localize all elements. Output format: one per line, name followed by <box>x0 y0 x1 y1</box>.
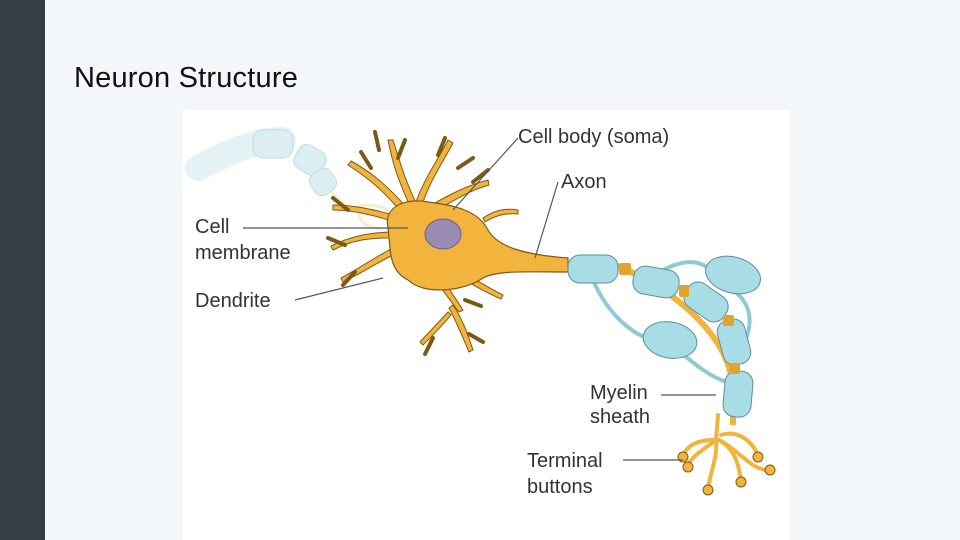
label-myelin-line1: Myelin <box>590 382 648 404</box>
label-cell-membrane-line1: Cell <box>195 216 229 238</box>
cell-body <box>386 200 569 291</box>
label-terminal-line1: Terminal <box>527 450 603 472</box>
label-myelin-line2: sheath <box>590 406 650 428</box>
terminal-buttons <box>681 413 770 490</box>
myelin-sheath <box>567 254 761 418</box>
label-terminal-line2: buttons <box>527 476 593 498</box>
neighbor-axon <box>185 127 389 230</box>
label-cell-body: Cell body (soma) <box>518 126 669 148</box>
label-axon: Axon <box>561 171 607 193</box>
label-dendrite: Dendrite <box>195 290 271 312</box>
nucleus <box>424 218 462 250</box>
terminal-knobs <box>677 451 776 496</box>
leader-lines <box>243 137 716 461</box>
nodes-of-ranvier <box>619 263 740 374</box>
label-cell-membrane-line2: membrane <box>195 242 291 264</box>
slide-title: Neuron Structure <box>74 62 299 94</box>
left-accent-bar <box>0 0 45 540</box>
neuron-diagram: Cell body (soma) Axon Cell membrane Dend… <box>183 110 790 540</box>
